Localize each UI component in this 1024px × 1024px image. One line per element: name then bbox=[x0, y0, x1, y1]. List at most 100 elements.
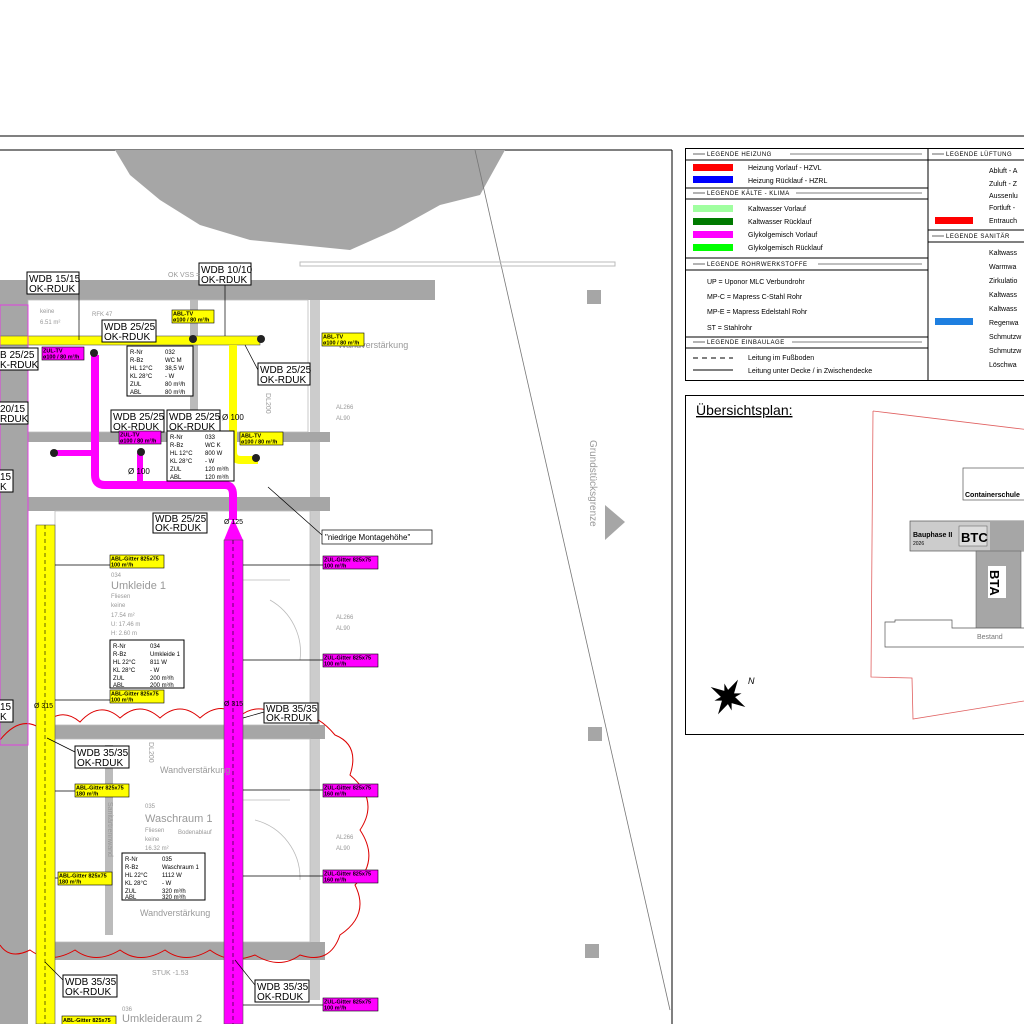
svg-text:Bauphase II: Bauphase II bbox=[913, 532, 952, 539]
svg-text:WDB 25/25: WDB 25/25 bbox=[113, 412, 165, 423]
svg-text:16.32 m²: 16.32 m² bbox=[145, 846, 169, 852]
svg-text:WDB 25/25: WDB 25/25 bbox=[104, 322, 156, 333]
svg-text:keine: keine bbox=[145, 837, 160, 843]
svg-text:WDB 25/25: WDB 25/25 bbox=[169, 412, 221, 423]
svg-text:OK-RDUK: OK-RDUK bbox=[65, 987, 111, 998]
svg-text:120 m³/h: 120 m³/h bbox=[205, 467, 229, 473]
property-boundary-line bbox=[474, 149, 671, 1011]
svg-text:Heizung Vorlauf - HZVL: Heizung Vorlauf - HZVL bbox=[748, 165, 822, 172]
svg-text:Sanitärtrennwand: Sanitärtrennwand bbox=[106, 802, 113, 857]
svg-text:OK VSS =: OK VSS = bbox=[168, 272, 200, 279]
svg-text:LEGENDE HEIZUNG: LEGENDE HEIZUNG bbox=[707, 152, 772, 158]
svg-text:R-Bz: R-Bz bbox=[113, 652, 126, 658]
svg-text:Abluft - A: Abluft - A bbox=[989, 168, 1018, 175]
svg-text:1112 W: 1112 W bbox=[162, 873, 182, 879]
svg-text:ABL-Gitter 825x75: ABL-Gitter 825x75 bbox=[76, 786, 124, 792]
svg-text:Schmutzw: Schmutzw bbox=[989, 348, 1022, 355]
legend-installation: LEGENDE EINBAULAGE Leitung im Fußboden L… bbox=[685, 340, 928, 375]
svg-text:OK-RDUK: OK-RDUK bbox=[260, 375, 306, 386]
overview-plan: Übersichtsplan: Containerschule Bauphase… bbox=[685, 395, 1024, 735]
svg-text:R-Nr: R-Nr bbox=[170, 435, 183, 441]
svg-text:ZUL-Gitter 825x75: ZUL-Gitter 825x75 bbox=[324, 1000, 371, 1006]
svg-text:035: 035 bbox=[162, 857, 173, 863]
svg-text:AL90: AL90 bbox=[336, 846, 351, 852]
svg-text:K: K bbox=[0, 482, 7, 493]
svg-text:OK-RDUK: OK-RDUK bbox=[155, 523, 201, 534]
svg-text:R-Bz: R-Bz bbox=[130, 358, 143, 364]
svg-text:K-RDUK: K-RDUK bbox=[0, 360, 39, 371]
svg-text:ABL-Gitter 825x75: ABL-Gitter 825x75 bbox=[111, 692, 159, 698]
svg-text:RFK 47: RFK 47 bbox=[92, 312, 113, 318]
svg-text:LEGENDE LÜFTUNG: LEGENDE LÜFTUNG bbox=[946, 151, 1012, 158]
svg-text:WDB 10/10: WDB 10/10 bbox=[201, 265, 253, 276]
svg-text:100 m³/h: 100 m³/h bbox=[324, 563, 347, 570]
svg-text:ø100 / 80 m³/h: ø100 / 80 m³/h bbox=[173, 317, 210, 324]
svg-text:BTA: BTA bbox=[987, 570, 1002, 596]
svg-text:WDB 35/35: WDB 35/35 bbox=[65, 977, 117, 988]
svg-text:ABL-TV: ABL-TV bbox=[173, 312, 193, 318]
svg-text:Waschraum 1: Waschraum 1 bbox=[162, 865, 199, 871]
svg-text:WC K: WC K bbox=[205, 443, 221, 449]
svg-text:120 m³/h: 120 m³/h bbox=[205, 475, 229, 481]
svg-text:AL266: AL266 bbox=[336, 615, 354, 621]
svg-text:Kaltwass: Kaltwass bbox=[989, 292, 1018, 299]
svg-text:ø100 / 80 m³/h: ø100 / 80 m³/h bbox=[241, 439, 278, 446]
svg-text:033: 033 bbox=[205, 435, 216, 441]
svg-text:KL 28°C: KL 28°C bbox=[113, 668, 136, 674]
wdb-label: B 25/25K-RDUK bbox=[0, 347, 39, 371]
svg-text:ø100 / 80 m³/h: ø100 / 80 m³/h bbox=[43, 354, 80, 361]
svg-text:036: 036 bbox=[122, 1007, 133, 1013]
legend-sanitary: LEGENDE SANITÄR Kaltwass Warmwa Zirkulat… bbox=[928, 233, 1024, 369]
opening-label: DL200 bbox=[264, 393, 271, 414]
svg-text:Ø 100: Ø 100 bbox=[222, 413, 244, 422]
svg-text:Glykolgemisch Vorlauf: Glykolgemisch Vorlauf bbox=[748, 232, 817, 239]
svg-text:Schmutzw: Schmutzw bbox=[989, 334, 1022, 341]
svg-text:UP = Uponor MLC Verbundrohr: UP = Uponor MLC Verbundrohr bbox=[707, 279, 805, 286]
svg-text:160 m³/h: 160 m³/h bbox=[324, 877, 347, 884]
opening-label: DL200 bbox=[147, 742, 154, 763]
svg-text:WDB 35/35: WDB 35/35 bbox=[266, 704, 318, 715]
svg-text:OK-RDUK: OK-RDUK bbox=[201, 275, 247, 286]
svg-text:Fliesen: Fliesen bbox=[145, 828, 164, 834]
svg-text:Bestand: Bestand bbox=[977, 634, 1003, 641]
svg-text:ZUL-Gitter 825x75: ZUL-Gitter 825x75 bbox=[324, 656, 371, 662]
svg-text:keine: keine bbox=[111, 603, 126, 609]
svg-text:180 m³/h: 180 m³/h bbox=[59, 879, 82, 886]
compass-icon: N bbox=[710, 676, 755, 715]
svg-text:800 W: 800 W bbox=[205, 451, 223, 457]
wdb-label: 15K bbox=[0, 469, 14, 493]
svg-text:WC M: WC M bbox=[165, 358, 182, 364]
svg-text:HL 22°C: HL 22°C bbox=[113, 660, 136, 666]
svg-text:AL266: AL266 bbox=[336, 835, 354, 841]
svg-text:LEGENDE SANITÄR: LEGENDE SANITÄR bbox=[946, 233, 1010, 240]
svg-text:Leitung unter Decke / in Zwisc: Leitung unter Decke / in Zwischendecke bbox=[748, 368, 872, 375]
svg-text:- W: - W bbox=[205, 459, 215, 465]
svg-text:AL90: AL90 bbox=[336, 626, 351, 632]
svg-text:38,5 W: 38,5 W bbox=[165, 366, 184, 372]
legend-ventilation: LEGENDE LÜFTUNG Abluft - A Zuluft - Z Au… bbox=[928, 151, 1024, 225]
svg-text:Ø 315: Ø 315 bbox=[224, 701, 243, 708]
svg-text:Ø 125: Ø 125 bbox=[224, 519, 243, 526]
svg-text:WDB 25/25: WDB 25/25 bbox=[155, 514, 207, 525]
svg-text:AL266: AL266 bbox=[336, 405, 354, 411]
svg-text:B 25/25: B 25/25 bbox=[0, 350, 35, 361]
svg-text:Ø 100: Ø 100 bbox=[128, 467, 150, 476]
svg-text:Wandverstärkung: Wandverstärkung bbox=[140, 908, 210, 918]
svg-text:ABL-Gitter 825x75: ABL-Gitter 825x75 bbox=[63, 1018, 111, 1024]
svg-text:180 m³/h: 180 m³/h bbox=[76, 791, 99, 798]
svg-text:Kaltwasser Vorlauf: Kaltwasser Vorlauf bbox=[748, 206, 806, 213]
svg-text:OK-RDUK: OK-RDUK bbox=[29, 284, 75, 295]
